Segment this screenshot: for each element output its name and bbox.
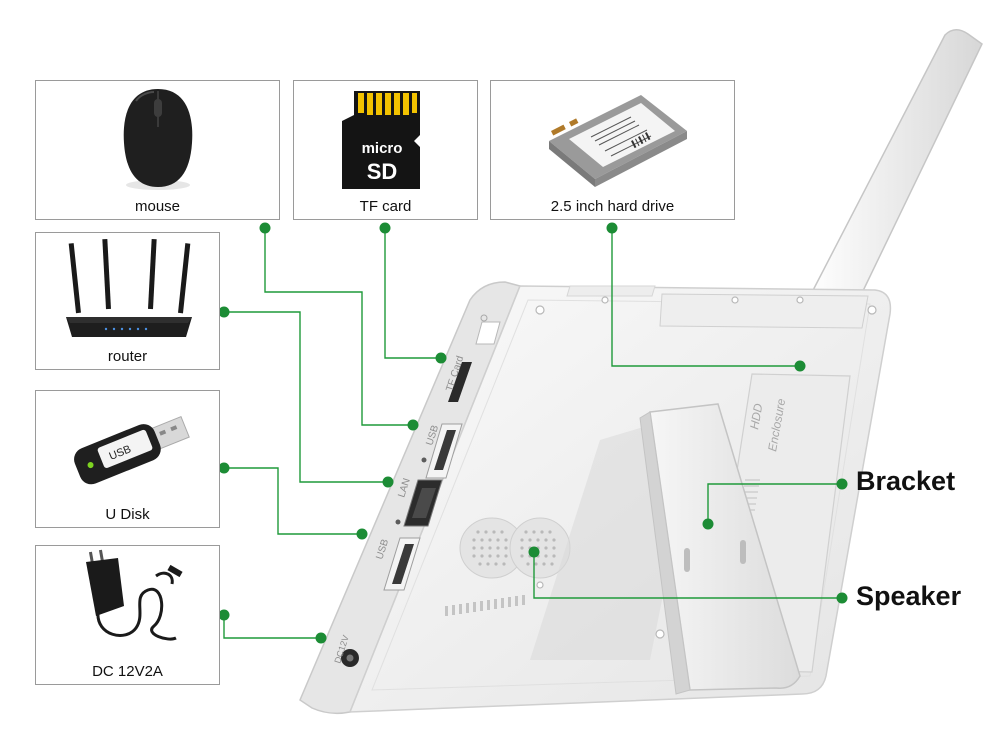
hard-drive-icon [549, 95, 687, 187]
device-label-mouse: mouse [134, 198, 181, 215]
speaker-grilles [459, 517, 571, 579]
device-label-power-adapter: DC 12V2A [92, 663, 163, 680]
device-box-router: router [35, 232, 220, 370]
mouse-icon [123, 89, 193, 190]
enclosure-label-1: HDD [747, 402, 765, 430]
side-ports [341, 314, 501, 667]
microsd-text-micro: micro [362, 140, 403, 157]
callout-bracket: Bracket [856, 466, 956, 496]
antenna [807, 29, 983, 331]
device-label-router: router [107, 348, 148, 365]
device-box-mouse: mouse [35, 80, 280, 220]
wifi-router-icon [66, 238, 192, 337]
bracket-stand [649, 403, 801, 691]
microsd-text-sd: SD [367, 159, 398, 184]
connector-lines [223, 228, 842, 639]
power-adapter-icon [86, 549, 183, 641]
microsd-card-icon: micro SD [342, 91, 420, 189]
callout-speaker: Speaker [856, 581, 962, 611]
connector-dots [218, 222, 848, 644]
device-box-tf-card: micro SD TF card [293, 80, 478, 220]
device-label-u-disk: U Disk [105, 506, 150, 523]
device-box-u-disk: USB U Disk [35, 390, 220, 528]
device-label-tf-card: TF card [359, 198, 412, 215]
device-box-power-adapter: DC 12V2A [35, 545, 220, 685]
usb-flash-drive-icon: USB [74, 415, 190, 485]
device-label-hard-drive: 2.5 inch hard drive [550, 198, 675, 215]
device-box-hard-drive: 2.5 inch hard drive [490, 80, 735, 220]
